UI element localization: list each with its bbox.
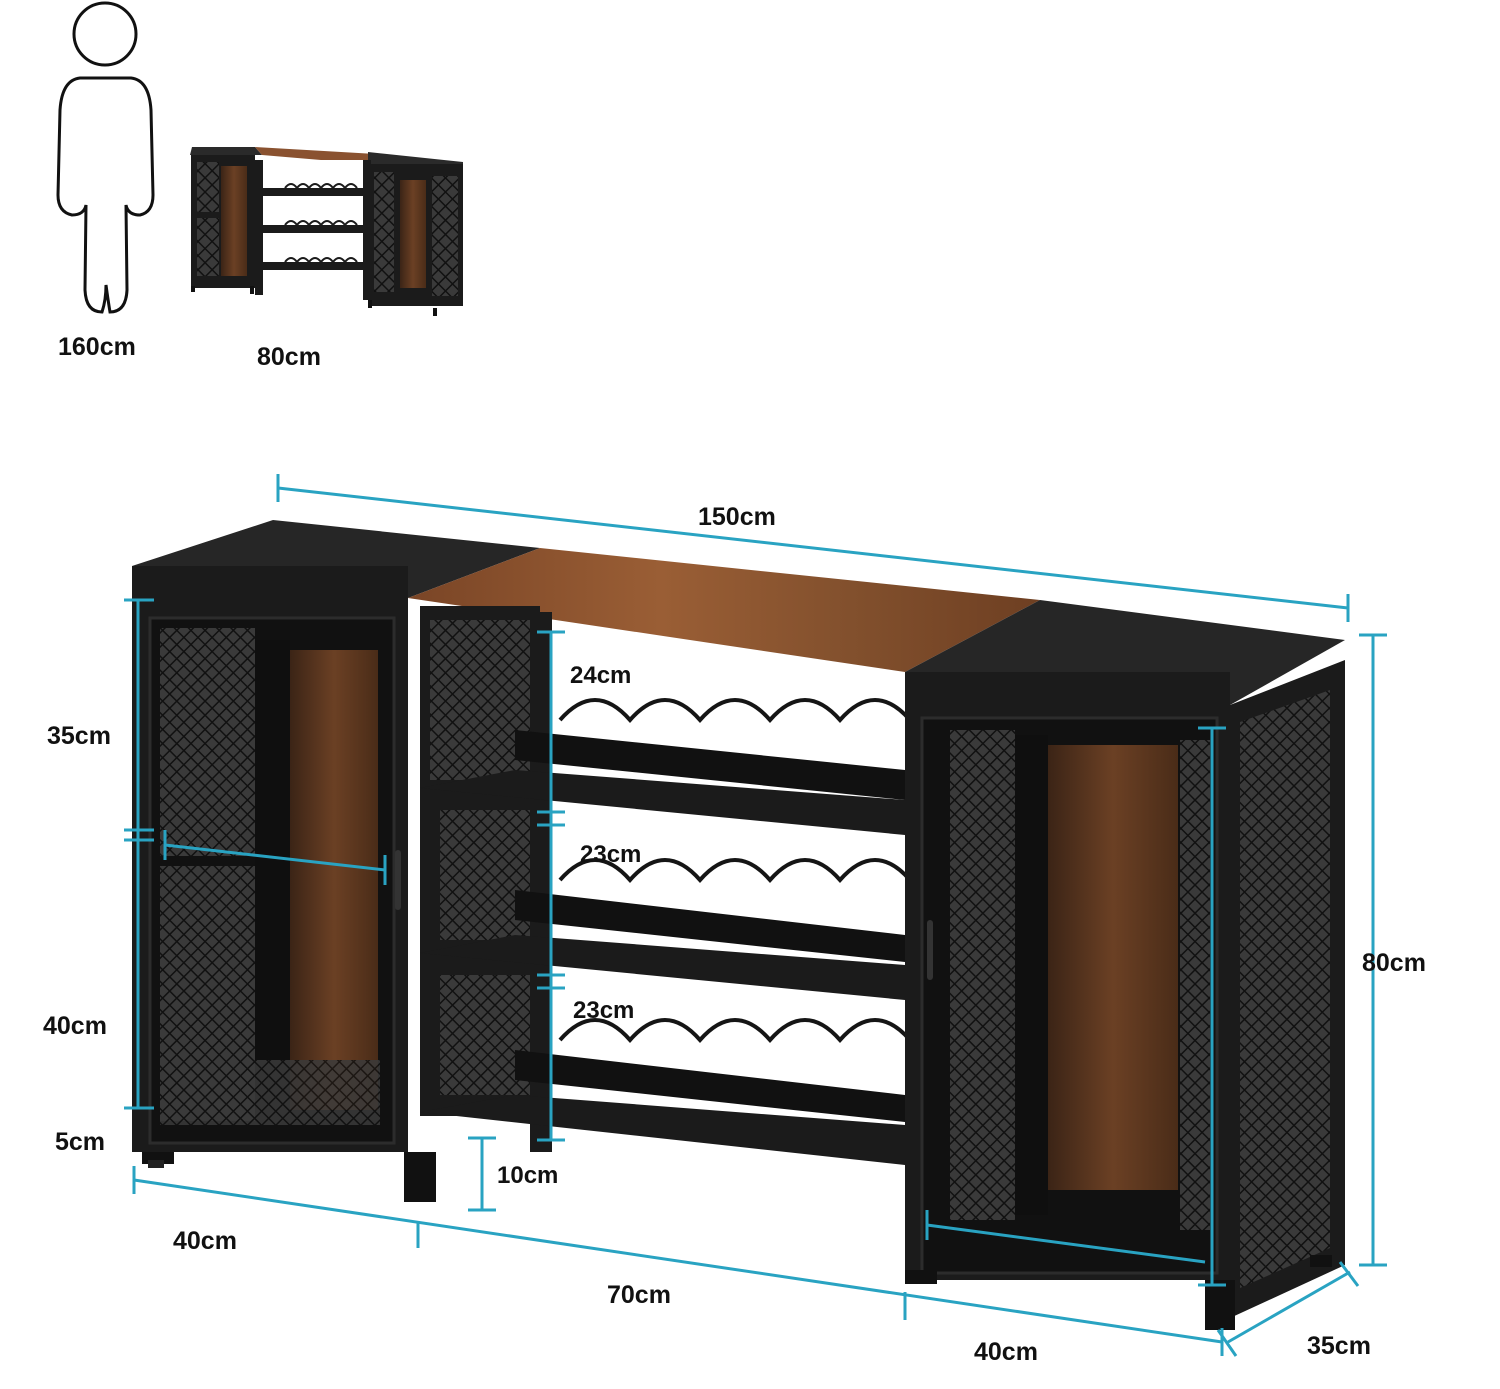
total-width-label: 150cm bbox=[698, 503, 776, 531]
total-height-label: 80cm bbox=[1362, 949, 1426, 977]
cabinet-main-illustration bbox=[132, 520, 1345, 1330]
shelf-gap-3-label: 23cm bbox=[573, 997, 635, 1024]
shelf-gap-2-label: 23cm bbox=[580, 841, 642, 868]
left-lower-height-label: 40cm bbox=[43, 1012, 107, 1040]
shelf-gap-1-label: 24cm bbox=[570, 662, 632, 689]
cabinet-thumbnail bbox=[190, 147, 463, 316]
depth-label: 35cm bbox=[1307, 1332, 1371, 1360]
left-upper-height-label: 35cm bbox=[47, 722, 111, 750]
left-cabinet-width-label: 40cm bbox=[173, 1227, 237, 1255]
bottom-clearance-label: 10cm bbox=[497, 1162, 559, 1189]
cabinet-height-reference-label: 80cm bbox=[257, 343, 321, 371]
person-silhouette-icon bbox=[56, 1, 155, 314]
right-cabinet-width-label: 40cm bbox=[974, 1338, 1038, 1366]
middle-width-label: 70cm bbox=[607, 1281, 671, 1309]
foot-height-label: 5cm bbox=[55, 1128, 106, 1156]
dimension-lines bbox=[124, 474, 1387, 1357]
person-height-label: 160cm bbox=[58, 333, 136, 361]
